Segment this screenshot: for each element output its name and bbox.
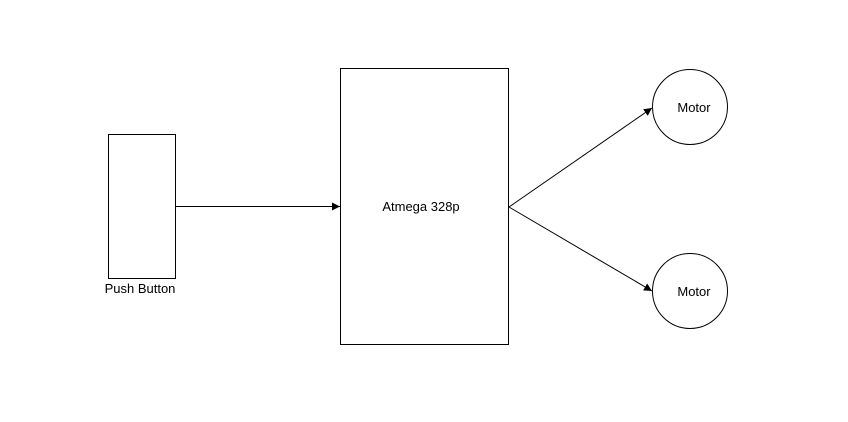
motor-bottom-node: Motor <box>652 253 728 329</box>
motor-top-circle <box>652 69 728 145</box>
motor-top-label: Motor <box>677 100 711 115</box>
arrow-mcu-to-motor-top <box>508 107 653 208</box>
microcontroller-label: Atmega 328p <box>382 199 459 214</box>
microcontroller-box <box>340 68 509 345</box>
arrow-mcu-to-motor-bottom <box>508 206 653 292</box>
push-button-box <box>108 134 176 279</box>
push-button-node: Push Button <box>105 134 176 296</box>
motor-bottom-label: Motor <box>677 284 711 299</box>
motor-bottom-circle <box>652 253 728 329</box>
microcontroller-node: Atmega 328p <box>340 68 509 345</box>
push-button-label: Push Button <box>105 281 176 296</box>
motor-top-node: Motor <box>652 69 728 145</box>
